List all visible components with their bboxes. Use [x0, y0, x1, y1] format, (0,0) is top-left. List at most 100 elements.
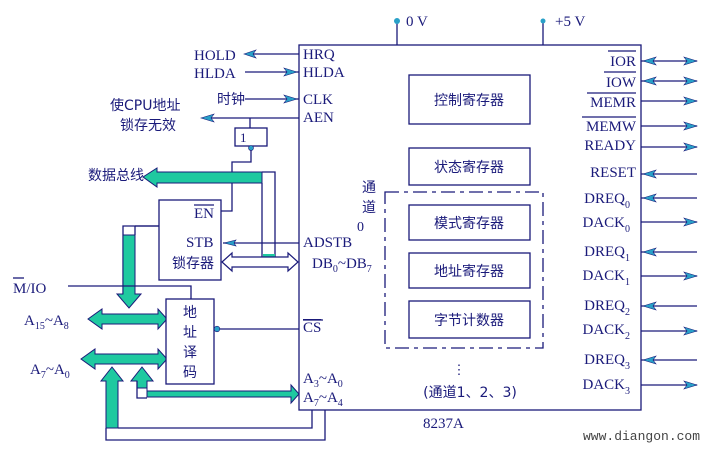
- pin-dreq2: DREQ2: [584, 298, 630, 318]
- channel0-group: [384, 191, 544, 349]
- pin-adstb: ADSTB: [303, 235, 352, 251]
- gnd-label: 0 V: [406, 14, 428, 30]
- aen-arrow-icon: [199, 113, 215, 123]
- ready-out-arrow-icon: [683, 142, 699, 152]
- pin-a3-a0: A3~A0: [303, 371, 343, 390]
- status-register-box: [408, 147, 531, 186]
- dack0-out-arrow-icon: [683, 217, 699, 227]
- ior-out-arrow-icon: [683, 56, 699, 66]
- pin-db: DB0~DB7: [312, 256, 372, 275]
- latch-output-bus: [115, 234, 143, 309]
- ior-in-arrow-icon: [641, 56, 657, 66]
- chip-name: 8237A: [423, 416, 464, 432]
- vcc-label: +5 V: [555, 14, 585, 30]
- data-bus-label: 数据总线: [88, 168, 144, 184]
- address-register-box: [408, 252, 531, 289]
- dack2-out-arrow-icon: [683, 326, 699, 336]
- address-decoder-box: [165, 298, 215, 385]
- a7-a0-up-arrow: [99, 366, 125, 429]
- stb-arrow-icon: [223, 239, 237, 247]
- latch-stb-label: STB: [186, 235, 214, 251]
- dreq2-in-arrow-icon: [641, 301, 657, 311]
- dreq0-in-arrow-icon: [641, 193, 657, 203]
- pin-dreq0: DREQ0: [584, 191, 630, 211]
- pin-dack3: DACK3: [582, 377, 630, 397]
- pin-cs: CS: [303, 320, 321, 336]
- pin-dreq1: DREQ1: [584, 244, 630, 264]
- a7-a4-return-line: [105, 410, 326, 441]
- clk-arrow-icon: [283, 94, 299, 104]
- decoder-char-1: 地: [183, 305, 197, 321]
- clock-label: 时钟: [217, 91, 245, 108]
- latch-name-label: 锁存器: [172, 256, 214, 272]
- mode-register-box: [408, 204, 531, 241]
- pin-dack2: DACK2: [582, 322, 630, 342]
- decoder-output-bubble-icon: [213, 325, 221, 333]
- a3-a0-return-line: [118, 410, 313, 429]
- status-register-label: 状态寄存器: [434, 159, 504, 176]
- a3-a0-feed-outline: [136, 381, 147, 399]
- other-channels-label: (通道1、2、3): [423, 385, 517, 401]
- pin-hrq: HRQ: [303, 47, 335, 63]
- decoder-char-2: 址: [183, 325, 197, 341]
- hlda-label: HLDA: [194, 66, 236, 82]
- a7-a0-label: A7~A0: [30, 362, 70, 381]
- vcc-terminal-icon: [540, 18, 546, 24]
- control-register-box: [408, 74, 531, 125]
- pin-aen: AEN: [303, 110, 334, 126]
- ellipsis: ⋮: [453, 362, 466, 377]
- iow-out-arrow-icon: [683, 76, 699, 86]
- pin-clk: CLK: [303, 92, 333, 108]
- a15-a8-bus-arrow: [87, 307, 168, 331]
- pin-memr: MEMR: [590, 95, 636, 111]
- memw-out-arrow-icon: [683, 121, 699, 131]
- byte-counter-label: 字节计数器: [434, 313, 504, 329]
- watermark: www.diangon.com: [583, 429, 700, 444]
- pin-dreq3: DREQ3: [584, 352, 630, 372]
- pin-dack0: DACK0: [582, 215, 630, 235]
- decoder-char-3: 译: [183, 345, 197, 361]
- data-bus-junction: [263, 254, 275, 258]
- data-bus-riser: [262, 171, 276, 258]
- a15-a8-label: A15~A8: [24, 313, 69, 332]
- channel0-char-1: 通: [362, 180, 376, 196]
- dack1-out-arrow-icon: [683, 271, 699, 281]
- channel0-char-2: 道: [362, 200, 376, 216]
- pin-hlda: HLDA: [303, 65, 345, 81]
- dack3-out-arrow-icon: [683, 380, 699, 390]
- a7-a0-bus-arrow: [80, 347, 168, 371]
- mode-register-label: 模式寄存器: [434, 215, 504, 232]
- inverter-to-en-line: [216, 150, 252, 212]
- hold-arrow-icon: [243, 49, 257, 59]
- a3-a0-up-arrow: [129, 366, 155, 389]
- mio-line: [68, 285, 192, 299]
- a7-a4-bus-arrow: [136, 381, 300, 405]
- iow-in-arrow-icon: [641, 76, 657, 86]
- gnd-terminal-icon: [394, 18, 400, 24]
- pin-ready: READY: [584, 138, 636, 154]
- aen-note-line1: 使CPU地址: [110, 97, 180, 114]
- control-register-label: 控制寄存器: [434, 92, 504, 109]
- memr-out-arrow-icon: [683, 96, 699, 106]
- channel0-char-3: 0: [357, 220, 364, 235]
- aen-note-line2: 锁存无效: [120, 118, 176, 134]
- decoder-char-4: 码: [183, 365, 197, 381]
- hlda-arrow-icon: [283, 67, 299, 77]
- latch-box: [158, 199, 222, 281]
- db-bidirectional-arrow: [221, 251, 299, 273]
- hold-label: HOLD: [194, 48, 236, 64]
- dreq3-in-arrow-icon: [641, 355, 657, 365]
- pin-reset: RESET: [590, 165, 636, 181]
- pin-memw: MEMW: [586, 119, 637, 135]
- pin-iow: IOW: [606, 75, 637, 91]
- data-bus-arrow: [142, 167, 263, 188]
- right-signal-lines: [641, 56, 699, 390]
- pin-ior: IOR: [610, 54, 636, 70]
- inverter-label: 1: [240, 130, 247, 145]
- dreq1-in-arrow-icon: [641, 247, 657, 257]
- pin-dack1: DACK1: [582, 268, 630, 288]
- inverter-bubble-icon: [248, 145, 254, 151]
- reset-in-arrow-icon: [641, 169, 657, 179]
- latch-en-label: EN: [194, 206, 214, 222]
